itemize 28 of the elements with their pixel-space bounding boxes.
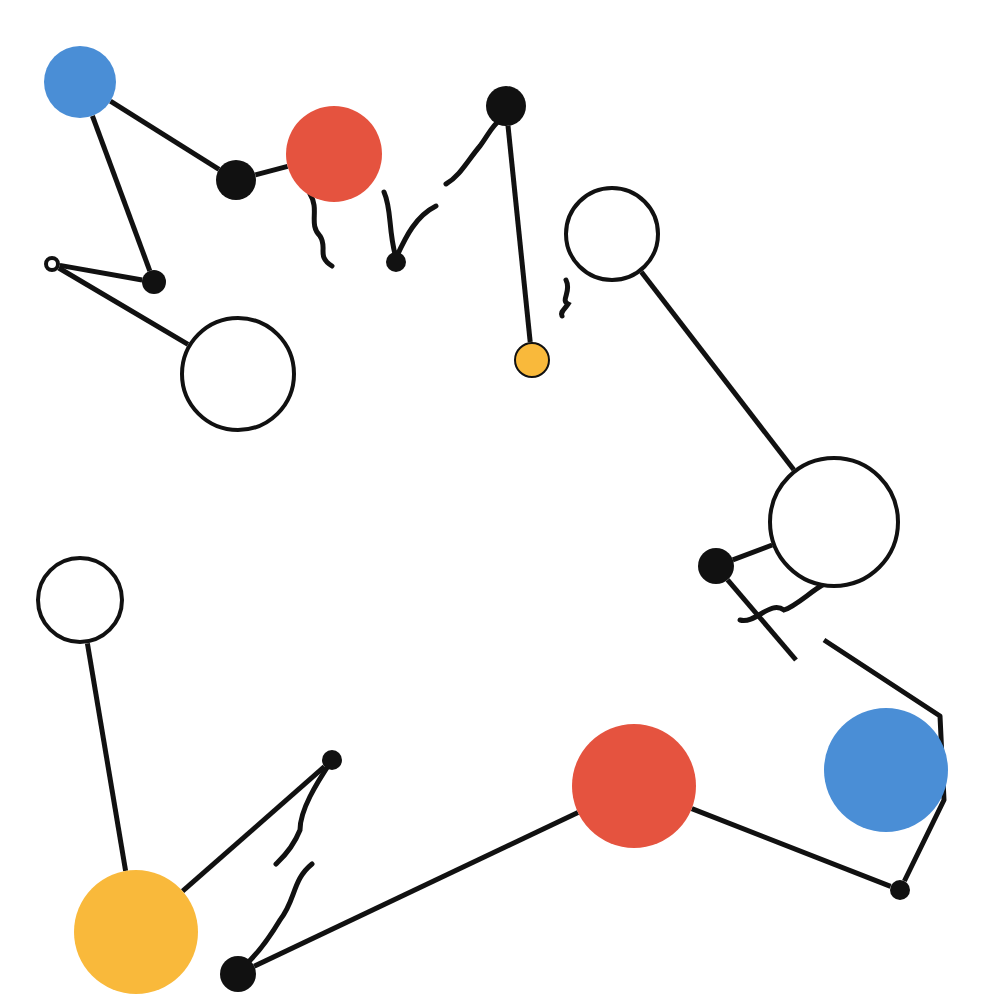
dot (386, 252, 406, 272)
connector-line (90, 114, 153, 272)
connector-line (109, 99, 221, 172)
connector-line (84, 643, 129, 872)
dot (322, 750, 342, 770)
dot (220, 956, 256, 992)
dot (890, 880, 910, 900)
dot (514, 342, 550, 378)
connector-line (180, 764, 327, 894)
connector-line (731, 542, 774, 563)
filled-circle (44, 46, 116, 118)
connector-line (57, 265, 190, 347)
dot (486, 86, 526, 126)
connector-line (254, 164, 289, 178)
connector-line (690, 806, 892, 889)
connector-line (639, 270, 796, 472)
connector-line (59, 262, 143, 283)
dot (142, 270, 166, 294)
connector-line (725, 578, 798, 662)
open-circle (564, 186, 660, 282)
dot (698, 548, 734, 584)
connector-line (505, 125, 533, 343)
connector-line (253, 810, 580, 969)
open-circle (36, 556, 124, 644)
open-circle (44, 256, 60, 272)
filled-circle (824, 708, 948, 832)
dot (216, 160, 256, 200)
filled-circle (286, 106, 382, 202)
